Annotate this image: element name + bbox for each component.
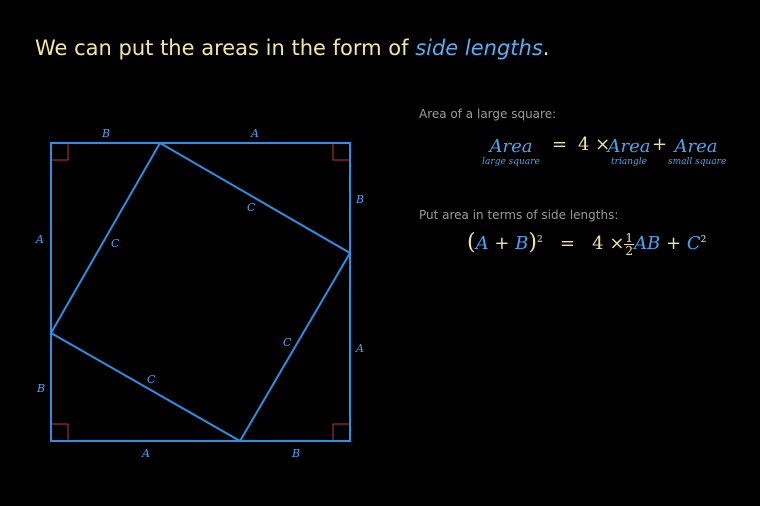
headline-highlight: side lengths [415,36,543,60]
eq1-term1-sub: triangle [611,157,647,167]
right-angle-bottom-left [51,423,69,441]
right-angle-top-right [332,143,350,161]
eq1-lhs: Area large square [482,136,540,167]
eq1-term1-text: Area [607,136,651,157]
headline-prefix: We can put the areas in the form of [35,36,416,60]
eq1-term2: Area small square [668,136,727,167]
headline: We can put the areas in the form of side… [35,36,549,60]
eq2-a: A [475,233,489,254]
eq1-plus: + [652,134,668,155]
right-angle-bottom-right [332,423,350,441]
right-angle-markers [51,143,350,441]
eq1-lhs-text: Area [489,136,533,157]
eq1-equals: = [552,134,568,155]
outer-square [50,142,351,442]
eq1-term2-sub: small square [668,157,727,167]
eq2-b: B [515,233,529,254]
eq1-coef: 4 × [578,134,611,155]
label-left-top: A [35,233,44,246]
eq2-numerator: 1 [624,230,635,245]
label-bottom-right: B [291,447,300,460]
eq2-plus1: + [494,233,510,254]
eq2-exp1: 2 [536,235,543,245]
label-hyp-bottom: C [147,373,156,386]
eq1-term2-text: Area [674,136,718,157]
eq2-lparen: ( [467,230,476,255]
eq2-plus2: + [666,233,682,254]
eq2-denominator: 2 [625,243,634,258]
eq1-caption: Area of a large square: [419,107,557,121]
label-top-right: A [250,127,259,140]
label-top-left: B [101,127,110,140]
inner-square [49,141,352,443]
label-right-bottom: A [355,342,364,355]
eq1-lhs-sub: large square [482,157,540,167]
label-right-top: B [355,193,364,206]
label-left-bottom: B [36,382,45,395]
label-hyp-top: C [247,201,256,214]
eq1-term1: Area triangle [607,136,651,167]
eq2-equals: = [559,233,575,254]
eq2-rparen: ) [528,230,537,255]
eq2-c: C [686,233,701,254]
label-hyp-left: C [111,237,120,250]
headline-suffix: . [542,36,550,60]
right-angle-top-left [51,143,69,161]
label-hyp-right: C [283,336,292,349]
label-bottom-left: A [141,447,150,460]
eq2-ab: AB [634,233,661,254]
eq2-caption: Put area in terms of side lengths: [419,208,619,222]
eq2-exp2: 2 [700,235,707,245]
eq2-coef: 4 × [592,233,625,254]
